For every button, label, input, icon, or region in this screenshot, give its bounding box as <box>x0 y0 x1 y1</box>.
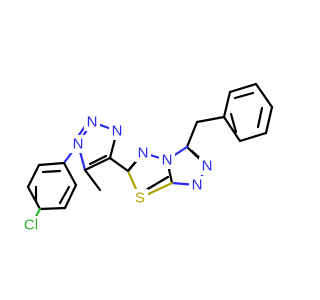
bond <box>238 131 268 143</box>
atom-layer: N N N N N S N N Cl <box>20 113 215 234</box>
bond <box>264 105 274 135</box>
bond-double <box>256 106 264 129</box>
atom-n: N <box>202 158 213 175</box>
atom-cl: Cl <box>24 217 38 234</box>
bond <box>62 161 78 187</box>
molecule-structure: N N N N N S N N Cl <box>20 82 274 234</box>
atom-n: N <box>138 145 149 162</box>
bond <box>63 183 78 210</box>
atom-n: N <box>87 114 98 131</box>
atom-s: S <box>135 190 145 207</box>
bond <box>228 82 258 94</box>
atom-n: N <box>73 136 84 153</box>
bond <box>83 156 112 172</box>
atom-n: N <box>192 177 203 194</box>
bond <box>254 82 274 109</box>
bond-double <box>144 175 170 192</box>
bond <box>26 185 42 211</box>
bond-double <box>233 91 255 100</box>
bond-double <box>229 112 238 134</box>
bond-double <box>58 185 71 205</box>
bond <box>195 115 226 124</box>
bond-double <box>88 154 108 166</box>
bond <box>38 206 67 211</box>
bond <box>185 120 199 149</box>
bond-double <box>41 169 62 174</box>
atom-n: N <box>112 123 123 140</box>
bond <box>37 161 66 167</box>
bond <box>26 163 41 189</box>
bond <box>222 115 242 143</box>
bond <box>222 90 232 119</box>
atom-n: N <box>162 152 173 169</box>
bond <box>108 156 130 173</box>
bond-methyl <box>83 168 102 192</box>
